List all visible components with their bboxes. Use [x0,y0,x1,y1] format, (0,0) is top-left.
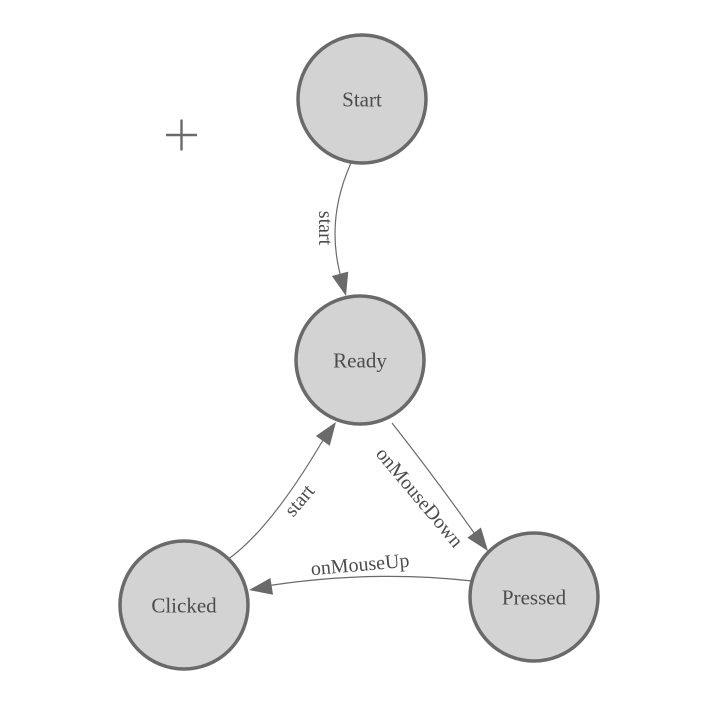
state-node-clicked-shape[interactable] [118,539,250,671]
state-node-pressed-shape[interactable] [468,531,600,663]
crosshair-icon [166,119,197,151]
state-node-pressed-label: Pressed [502,585,567,609]
edge-line[interactable] [391,422,485,548]
state-node-clicked-label: Clicked [151,593,217,617]
arrowhead-icon [249,578,274,595]
edge-label-start: start [280,480,319,521]
transition-edge-ready-to-pressed[interactable]: onMouseDown [371,422,495,556]
state-node-start[interactable]: Start [296,33,428,165]
transition-edge-start-to-ready[interactable]: start [314,162,354,298]
arrowhead-icon [467,527,488,551]
transition-edge-clicked-to-ready[interactable]: start [226,417,343,561]
arrowhead-icon [331,271,349,296]
state-node-start-shape[interactable] [296,33,428,165]
edge-label-onmouseup: onMouseUp [310,550,410,581]
state-node-clicked[interactable]: Clicked [118,539,250,671]
arrowhead-icon [315,422,336,446]
state-node-ready-label: Ready [333,348,387,372]
state-node-pressed[interactable]: Pressed [468,531,600,663]
state-node-ready[interactable]: Ready [294,294,426,426]
edge-line[interactable] [334,162,352,288]
edge-label-onmousedown: onMouseDown [371,443,467,552]
state-node-ready-shape[interactable] [294,294,426,426]
edge-label-start: start [314,211,336,246]
transition-edge-pressed-to-clicked[interactable]: onMouseUp [248,550,473,599]
edge-line[interactable] [253,575,473,589]
edge-line[interactable] [226,427,331,561]
state-node-start-label: Start [342,87,382,111]
